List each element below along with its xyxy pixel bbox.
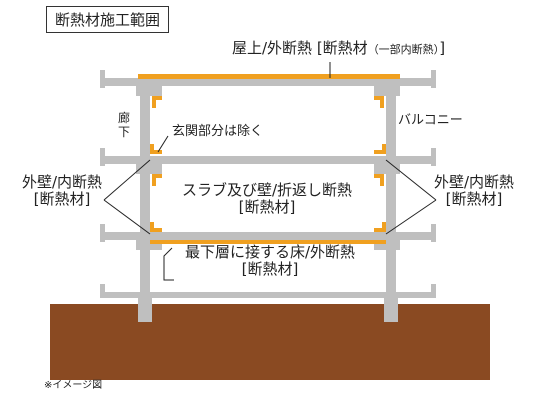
bottom-floor-label: 最下層に接する床/外断熱 [断熱材]: [172, 243, 368, 279]
right-wall-label: 外壁/内断熱 [断熱材]: [418, 173, 530, 209]
roof-label-main: 屋上/外断熱 [断熱材: [232, 39, 368, 57]
floor-label-line1: 最下層に接する床/外断熱: [184, 243, 356, 261]
left-wall-label: 外壁/内断熱 [断熱材]: [6, 173, 118, 209]
ground: [50, 304, 490, 380]
left-wall-line2: [断熱材]: [33, 190, 91, 209]
image-note: ※イメージ図: [44, 380, 103, 391]
floor-label-line2: [断熱材]: [241, 260, 299, 279]
left-wall-line1: 外壁/内断熱: [21, 173, 103, 191]
slab-insulation-label: スラブ及び壁/折返し断熱 [断熱材]: [172, 181, 362, 217]
right-wall-line2: [断熱材]: [445, 190, 503, 209]
diagram-title: 断熱材施工範囲: [46, 6, 170, 33]
balcony-label: バルコニー: [398, 113, 463, 128]
floor-slabs: [100, 70, 436, 298]
roof-label-close: ]: [439, 39, 446, 57]
leader-lines: [103, 62, 437, 281]
roof-label-note: （一部内断熱）: [367, 43, 440, 56]
bottom-floor-insulation: [150, 240, 386, 244]
insulation-layers: [138, 74, 400, 244]
entrance-exclusion-label: 玄関部分は除く: [172, 124, 264, 139]
left-foundation: [138, 292, 152, 322]
roof-insulation-label: 屋上/外断熱 [断熱材（一部内断熱）]: [232, 39, 446, 57]
right-column: [386, 82, 396, 296]
slab-label-line2: [断熱材]: [238, 198, 296, 217]
right-wall-line1: 外壁/内断熱: [433, 173, 515, 191]
left-column: [140, 82, 150, 296]
slab-label-line1: スラブ及び壁/折返し断熱: [181, 181, 353, 199]
roof-insulation: [138, 74, 400, 79]
right-foundation: [384, 292, 398, 322]
corridor-label: 廊下: [118, 111, 131, 139]
